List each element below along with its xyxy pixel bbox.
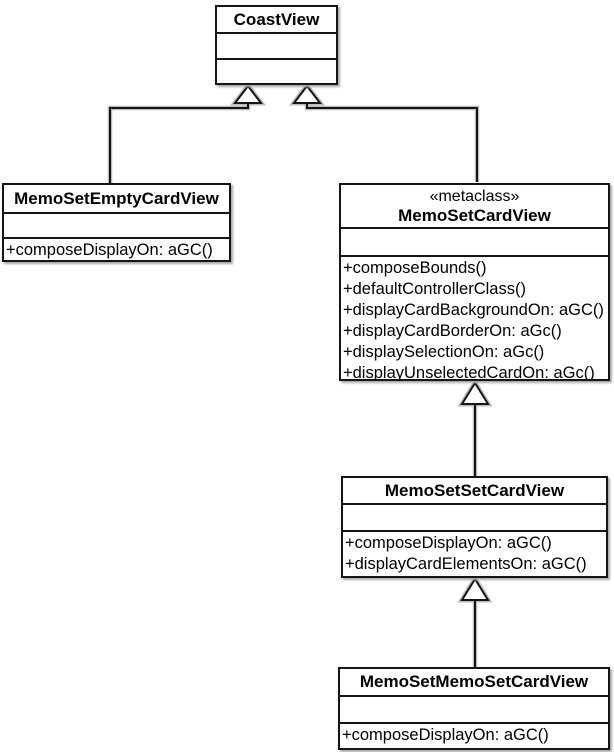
class-box-memosetsetcardview: MemoSetSetCardView +composeDisplayOn: aG…	[341, 476, 608, 578]
generalization-cardview-to-coastview	[291, 84, 478, 182]
class-name: CoastView	[217, 7, 336, 34]
method-entry: +displaySelectionOn: aGc()	[343, 343, 545, 361]
class-box-coastview: CoastView	[215, 5, 338, 85]
class-name: MemoSetMemoSetCardView	[340, 669, 608, 697]
method-entry: +displayCardBorderOn: aGc()	[343, 322, 562, 340]
class-name: MemoSetCardView	[398, 205, 551, 225]
method-entry: +displayCardElementsOn: aGC()	[345, 555, 587, 573]
class-box-memosetmemosetcardview: MemoSetMemoSetCardView +composeDisplayOn…	[338, 667, 610, 750]
hollow-triangle-arrowhead	[460, 381, 490, 405]
hollow-triangle-arrowhead	[460, 577, 490, 601]
method-entry: +displayUnselectedCardOn: aGc()	[343, 364, 595, 379]
class-box-memosetemptycardview: MemoSetEmptyCardView +composeDisplayOn: …	[2, 183, 231, 262]
hollow-triangle-arrowhead	[232, 84, 264, 104]
generalization-emptycard-to-coastview	[109, 84, 264, 183]
attributes-compartment	[340, 697, 608, 724]
method-entry: +displayCardBackgroundOn: aGC()	[343, 301, 604, 319]
methods-compartment: +composeDisplayOn: aGC()	[340, 724, 608, 748]
hollow-triangle-arrowhead	[291, 84, 323, 104]
methods-compartment: +composeDisplayOn: aGC() +displayCardEle…	[343, 532, 606, 576]
class-title: «metaclass» MemoSetCardView	[341, 185, 608, 229]
stereotype-label: «metaclass»	[429, 187, 520, 205]
methods-compartment: +composeDisplayOn: aGC()	[4, 239, 229, 260]
methods-compartment: +composeBounds() +defaultControllerClass…	[341, 257, 608, 379]
attributes-compartment	[4, 214, 229, 239]
method-entry: +composeBounds()	[343, 259, 487, 277]
method-entry: +composeDisplayOn: aGC()	[342, 726, 549, 744]
attributes-compartment	[343, 505, 606, 532]
methods-compartment	[217, 60, 336, 83]
method-entry: +composeDisplayOn: aGC()	[345, 534, 552, 552]
method-entry: +composeDisplayOn: aGC()	[6, 241, 213, 259]
attributes-compartment	[217, 34, 336, 60]
generalization-setcard-to-cardview	[460, 381, 490, 476]
attributes-compartment	[341, 229, 608, 257]
class-name: MemoSetEmptyCardView	[4, 185, 229, 214]
class-box-memosetcardview: «metaclass» MemoSetCardView +composeBoun…	[339, 183, 610, 381]
generalization-memosetcard-to-setcard	[460, 577, 490, 667]
method-entry: +defaultControllerClass()	[343, 280, 526, 298]
class-name: MemoSetSetCardView	[343, 478, 606, 505]
